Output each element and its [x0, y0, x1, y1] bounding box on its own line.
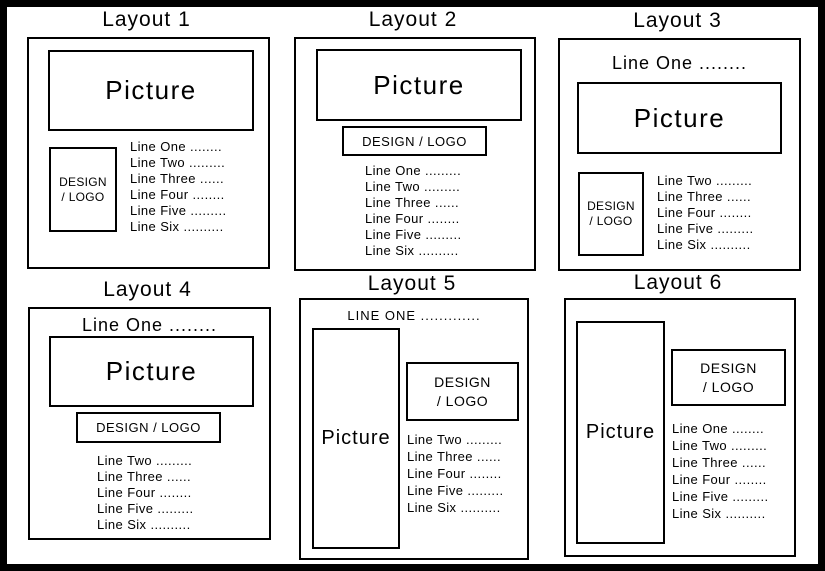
picture-label: Picture: [373, 69, 465, 100]
logo-label-line2: / LOGO: [61, 189, 105, 204]
text-line: Line Three ......: [97, 469, 191, 484]
layout-4-header-line: Line One ........: [81, 315, 218, 335]
layout-6-text-lines: Line One ........ Line Two ......... Lin…: [672, 420, 768, 522]
text-line: Line Two .........: [97, 453, 193, 468]
text-line: Line Three ......: [130, 171, 224, 186]
text-line: Line Two .........: [130, 155, 226, 170]
text-line: Line Three ......: [657, 189, 751, 204]
layout-1-text-lines: Line One ........ Line Two ......... Lin…: [130, 139, 226, 235]
text-line: Line One ........: [672, 421, 765, 436]
layout-4-box: Line One ........ Picture DESIGN / LOGO …: [28, 307, 271, 540]
picture-label: Picture: [633, 102, 726, 133]
text-line: Line Five .........: [672, 489, 769, 504]
text-line: Line Five .........: [657, 221, 754, 236]
text-line: Line Two .........: [672, 438, 768, 453]
text-line: Line Three ......: [365, 195, 459, 210]
layout-5-header-line: LINE ONE .............: [347, 308, 481, 323]
logo-label-line1: DESIGN: [700, 359, 757, 376]
text-line: Line Four ........: [407, 466, 502, 481]
text-line: Line Four ........: [365, 211, 460, 226]
layout-3-title: Layout 3: [633, 9, 722, 32]
layout-5-box: LINE ONE ............. Picture DESIGN / …: [299, 298, 529, 560]
text-line: Line Six ..........: [97, 517, 191, 532]
text-line: Line Six ..........: [407, 500, 501, 515]
picture-label: Picture: [321, 427, 391, 449]
layout-2-picture-box: Picture: [316, 49, 522, 121]
layout-3-text-lines: Line Two ......... Line Three ...... Lin…: [657, 173, 753, 253]
layout-6-title: Layout 6: [633, 271, 723, 294]
layout-5-text-lines: Line Two ......... Line Three ...... Lin…: [407, 431, 503, 516]
layout-5-picture-box: Picture: [312, 328, 400, 549]
text-line: Line Six ..........: [657, 237, 751, 252]
text-line: Line Five .........: [365, 227, 462, 242]
layout-2-logo-box: DESIGN / LOGO: [342, 126, 487, 156]
text-line: Line Three ......: [672, 455, 766, 470]
text-line: Line Five .........: [130, 203, 227, 218]
layout-1-box: Picture DESIGN / LOGO Line One ........ …: [27, 37, 270, 269]
layout-3-box: Line One ........ Picture DESIGN / LOGO …: [558, 38, 801, 271]
text-line: Line Six ..........: [130, 219, 224, 234]
layout-1-title: Layout 1: [102, 8, 191, 31]
picture-label: Picture: [585, 421, 656, 443]
layout-3-logo-box: DESIGN / LOGO: [578, 172, 644, 256]
text-line: Line Six ..........: [672, 506, 766, 521]
logo-label-line2: / LOGO: [702, 378, 755, 395]
picture-label: Picture: [105, 356, 198, 386]
text-line: Line One ........: [130, 139, 223, 154]
layout-3-picture-box: Picture: [577, 82, 782, 154]
text-line: Line Four ........: [130, 187, 225, 202]
logo-label-line2: / LOGO: [436, 392, 489, 409]
layout-4-logo-box: DESIGN / LOGO: [76, 412, 221, 443]
picture-label: Picture: [105, 75, 197, 105]
text-line: Line Three ......: [407, 449, 501, 464]
logo-label-line1: DESIGN: [59, 174, 107, 189]
text-line: Line Five .........: [407, 483, 504, 498]
layout-5-title: Layout 5: [367, 272, 457, 295]
logo-label-line2: / LOGO: [589, 214, 633, 228]
text-line: Line Two .........: [657, 173, 753, 188]
text-line: Line Five .........: [97, 501, 194, 516]
layout-4-text-lines: Line Two ......... Line Three ...... Lin…: [97, 453, 193, 533]
logo-label: DESIGN / LOGO: [96, 420, 201, 435]
layout-4-title: Layout 4: [103, 278, 192, 301]
text-line: Line Four ........: [657, 205, 752, 220]
layout-6-box: Picture DESIGN / LOGO Line One ........ …: [564, 298, 796, 557]
layout-3-header-line: Line One ........: [611, 53, 748, 73]
text-line: Line Six ..........: [365, 243, 459, 258]
layout-1-logo-box: DESIGN / LOGO: [49, 147, 117, 232]
text-line: Line Two .........: [365, 179, 461, 194]
text-line: Line Four ........: [97, 485, 192, 500]
layout-5-logo-box: DESIGN / LOGO: [406, 362, 519, 421]
text-line: Line Four ........: [672, 472, 767, 487]
layout-6-logo-box: DESIGN / LOGO: [671, 349, 786, 406]
logo-label-line1: DESIGN: [587, 199, 635, 213]
layout-2-title: Layout 2: [368, 8, 458, 31]
logo-label: DESIGN / LOGO: [362, 133, 467, 149]
layout-1-picture-box: Picture: [48, 50, 254, 131]
text-line: Line One .........: [365, 163, 462, 178]
layout-6-picture-box: Picture: [576, 321, 665, 544]
text-line: Line Two .........: [407, 432, 503, 447]
layout-2-box: Picture DESIGN / LOGO Line One .........…: [294, 37, 536, 271]
layout-2-text-lines: Line One ......... Line Two ......... Li…: [365, 163, 461, 259]
logo-label-line1: DESIGN: [434, 373, 491, 390]
layout-4-picture-box: Picture: [49, 336, 254, 407]
